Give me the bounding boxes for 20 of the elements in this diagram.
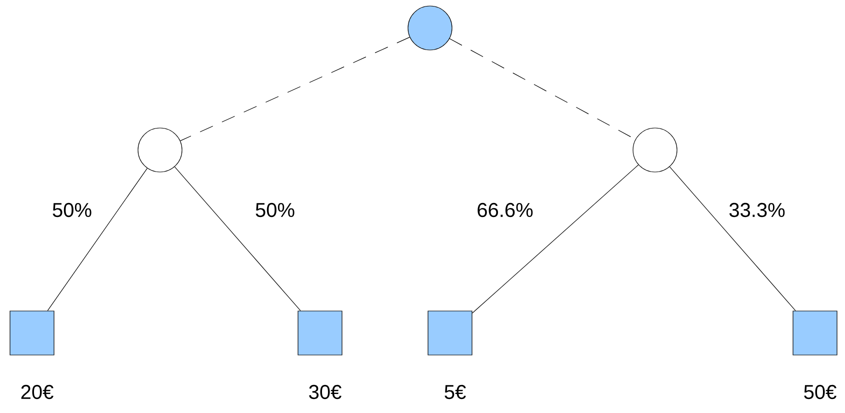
- branch-line: [669, 166, 796, 311]
- branch-line: [47, 168, 148, 311]
- value-label: 50€: [804, 384, 836, 400]
- chance-node-circle: [408, 6, 452, 50]
- branch-line: [472, 164, 639, 314]
- branch-line: [174, 166, 301, 311]
- probability-label: 50%: [52, 202, 92, 218]
- value-label: 30€: [309, 384, 342, 400]
- outcome-square: [792, 310, 838, 356]
- outcome-square: [298, 310, 342, 356]
- value-label: 5€: [444, 384, 466, 400]
- chance-node-circle: [632, 128, 678, 172]
- dashed-branch-line: [180, 36, 410, 142]
- probability-label: 50%: [256, 202, 294, 218]
- outcome-square: [428, 310, 472, 356]
- value-label: 20€: [21, 384, 54, 400]
- probability-label: 33.3%: [729, 202, 785, 218]
- outcome-square: [10, 310, 54, 356]
- probability-label: 66.6%: [478, 202, 533, 218]
- chance-node-circle: [138, 128, 182, 172]
